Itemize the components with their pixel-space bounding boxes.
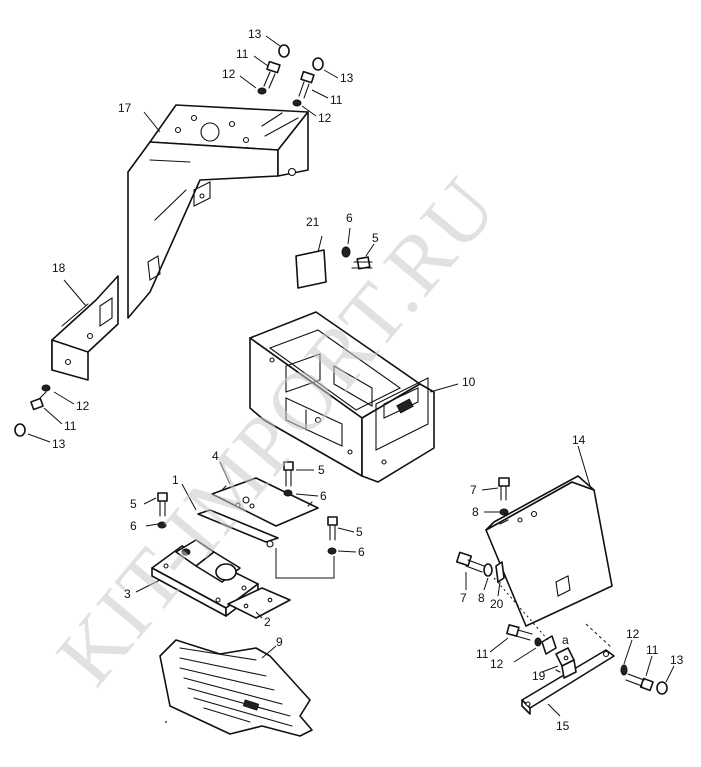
fastener-group-left bbox=[14, 384, 51, 437]
callout-10: 10 bbox=[462, 375, 476, 389]
callout-1: 1 bbox=[172, 473, 179, 487]
plate-4 bbox=[211, 477, 319, 527]
callout-7: 7 bbox=[470, 483, 477, 497]
callout-2: 2 bbox=[264, 615, 271, 629]
callout-18: 18 bbox=[52, 261, 66, 275]
callout-11: 11 bbox=[64, 419, 77, 433]
fastener-group-cover-top bbox=[498, 477, 510, 516]
guard-9 bbox=[159, 639, 313, 737]
callout-9: 9 bbox=[276, 635, 283, 649]
leader-lines bbox=[27, 35, 675, 717]
bracket-17 bbox=[127, 104, 309, 319]
callout-12: 12 bbox=[222, 67, 236, 81]
cover-14 bbox=[485, 475, 613, 627]
callout-3: 3 bbox=[124, 587, 131, 601]
callout-12: 12 bbox=[76, 399, 90, 413]
callout-21: 21 bbox=[306, 215, 320, 229]
fastener-group-strip-left bbox=[506, 624, 542, 647]
callout-13: 13 bbox=[670, 653, 684, 667]
callout-8: 8 bbox=[472, 505, 479, 519]
fastener-group-top bbox=[257, 44, 324, 107]
callout-labels: 13 11 12 13 11 12 17 18 12 11 13 21 6 5 … bbox=[52, 27, 684, 733]
plate-2 bbox=[227, 587, 291, 619]
plate-21 bbox=[295, 235, 327, 289]
strip-15 bbox=[521, 649, 615, 715]
callout-5: 5 bbox=[318, 463, 325, 477]
callout-8: 8 bbox=[478, 591, 485, 605]
callout-5: 5 bbox=[356, 525, 363, 539]
callout-13: 13 bbox=[248, 27, 262, 41]
guide-line bbox=[493, 577, 549, 641]
callout-12: 12 bbox=[490, 657, 504, 671]
clip-20 bbox=[541, 635, 557, 655]
fastener-group-strip-right bbox=[620, 664, 668, 695]
callout-6: 6 bbox=[346, 211, 353, 225]
callout-15: 15 bbox=[556, 719, 570, 733]
dot-mark bbox=[165, 721, 167, 723]
callout-12: 12 bbox=[318, 111, 332, 125]
bracket-18 bbox=[51, 275, 119, 381]
callout-4: 4 bbox=[212, 449, 219, 463]
callout-6: 6 bbox=[358, 545, 365, 559]
callout-19: 19 bbox=[532, 669, 546, 683]
gasket-1 bbox=[197, 509, 279, 548]
callout-17: 17 bbox=[118, 101, 132, 115]
callout-12: 12 bbox=[626, 627, 640, 641]
callout-14: 14 bbox=[572, 433, 586, 447]
fastener-group-right-base bbox=[327, 516, 338, 555]
callout-11: 11 bbox=[476, 647, 489, 661]
callout-11: 11 bbox=[330, 93, 343, 107]
dashed-guide bbox=[585, 623, 613, 649]
callout-11: 11 bbox=[646, 643, 659, 657]
callout-5: 5 bbox=[130, 497, 137, 511]
callout-a: a bbox=[562, 633, 569, 647]
fastener-group-left-base bbox=[157, 492, 168, 529]
fastener-group-21 bbox=[341, 246, 373, 270]
frame-10 bbox=[249, 311, 435, 483]
base-3 bbox=[151, 539, 259, 617]
callout-13: 13 bbox=[340, 71, 354, 85]
callout-13: 13 bbox=[52, 437, 66, 451]
bracket-19 bbox=[555, 647, 577, 679]
callout-20: 20 bbox=[490, 597, 504, 611]
callout-6: 6 bbox=[320, 489, 327, 503]
fastener-group-cover-side bbox=[455, 551, 505, 583]
callout-7: 7 bbox=[460, 591, 467, 605]
bracket-leader bbox=[275, 548, 335, 579]
callout-6: 6 bbox=[130, 519, 137, 533]
fastener-group-frame bbox=[283, 461, 294, 497]
callout-11: 11 bbox=[236, 47, 249, 61]
callout-5: 5 bbox=[372, 231, 379, 245]
